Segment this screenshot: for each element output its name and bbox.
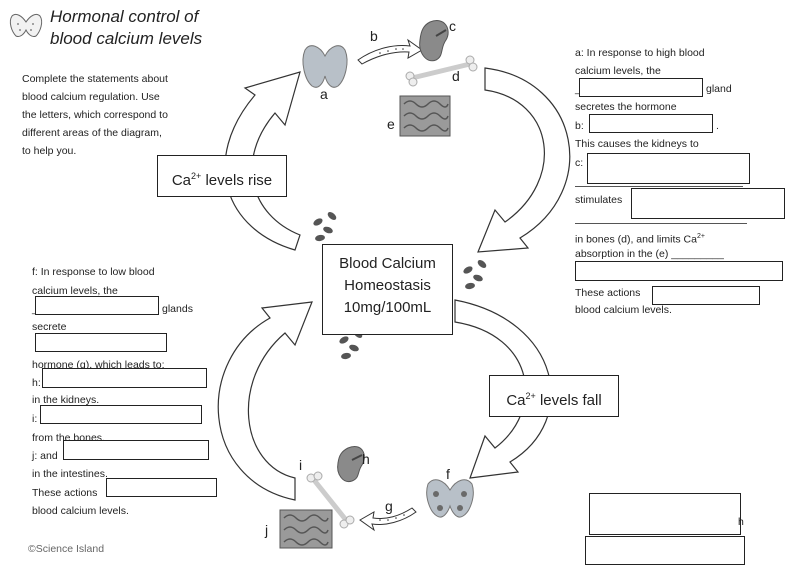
answer-box-stimulates[interactable] <box>631 188 785 219</box>
right-text-line: calcium levels, the <box>575 65 661 77</box>
curved-arrow-bottom-left <box>217 301 313 501</box>
page-title: Hormonal control of blood calcium levels <box>50 6 202 50</box>
label-c: c <box>449 18 456 34</box>
right-text-prefix: stimulates <box>575 194 623 206</box>
title-line-1: Hormonal control of <box>50 7 199 26</box>
right-text-suffix: gland <box>706 83 732 95</box>
homeostasis-line-2: Homeostasis <box>344 277 431 294</box>
curved-arrow-top-right <box>477 67 571 253</box>
instructions-line: different areas of the diagram, <box>22 127 162 139</box>
right-text-line: a: In response to high blood <box>575 47 705 59</box>
label-a: a <box>320 86 328 102</box>
instructions-line: Complete the statements about <box>22 73 168 85</box>
right-text-ca: in bones (d), and limits Ca <box>575 233 697 246</box>
blood-cells-icon <box>463 260 487 290</box>
levels-fall-text: levels fall <box>535 392 602 409</box>
kidney-icon <box>419 20 449 62</box>
homeostasis-line-1: Blood Calcium <box>339 255 436 272</box>
right-text-prefix: These actions <box>575 287 641 299</box>
hormone-arrow-g <box>359 507 417 532</box>
left-text-prefix: h: <box>32 377 41 389</box>
instructions-line: to help you. <box>22 145 77 157</box>
answer-box-c-kidneys[interactable] <box>587 153 750 184</box>
thyroid-logo-icon <box>9 13 43 37</box>
label-e: e <box>387 116 395 132</box>
levels-fall-base: Ca <box>506 392 526 409</box>
answer-underline <box>575 223 747 224</box>
intestine-icon <box>399 95 451 137</box>
answer-box-bottom-right-2[interactable] <box>585 536 745 565</box>
left-text-line: in the intestines. <box>32 468 108 480</box>
bone-icon <box>306 471 355 529</box>
instructions-line: blood calcium regulation. Use <box>22 91 160 103</box>
answer-underline <box>575 186 743 187</box>
stray-letter: h <box>738 516 744 528</box>
levels-rise-sup: 2+ <box>191 171 202 181</box>
levels-fall-box: Ca2+ levels fall <box>489 375 619 417</box>
label-j: j <box>265 522 269 538</box>
left-text-prefix: These actions <box>32 487 98 499</box>
blood-cells-icon <box>313 212 337 242</box>
bone-icon <box>405 55 478 87</box>
right-text-prefix: b: <box>575 120 584 132</box>
homeostasis-line-3: 10mg/100mL <box>343 299 432 316</box>
parathyroid-gland-icon <box>426 479 474 518</box>
curved-arrow-top-left <box>224 71 301 251</box>
answer-box-e-absorption[interactable] <box>575 261 783 281</box>
instructions: Complete the statements about blood calc… <box>22 70 202 160</box>
label-h: h <box>362 451 370 467</box>
homeostasis-box: Blood Calcium Homeostasis 10mg/100mL <box>322 244 453 335</box>
left-text-prefix: _ <box>32 300 38 318</box>
left-text-prefix: j: and <box>32 450 58 462</box>
levels-fall-sup: 2+ <box>525 391 536 401</box>
left-text-suffix: glands <box>162 303 193 315</box>
instructions-line: the letters, which correspond to <box>22 109 168 121</box>
answer-box-i[interactable] <box>40 405 202 424</box>
kidney-icon <box>337 446 365 483</box>
levels-rise-base: Ca <box>171 172 192 189</box>
answer-box-b-hormone[interactable] <box>589 114 713 133</box>
left-text-line: calcium levels, the <box>32 285 118 297</box>
answer-box-h[interactable] <box>42 368 207 388</box>
thyroid-gland-icon <box>302 45 348 88</box>
intestine-icon <box>279 509 333 549</box>
right-text-ca-sup: 2+ <box>696 233 705 240</box>
right-text-line: blood calcium levels. <box>575 304 672 316</box>
levels-rise-box: Ca2+ levels rise <box>157 155 287 197</box>
answer-box-f-glands[interactable] <box>35 296 159 315</box>
left-text-prefix: i: <box>32 413 38 425</box>
answer-box-j[interactable] <box>63 440 209 460</box>
left-text-line: f: In response to low blood <box>32 266 155 278</box>
right-text-prefix: _ <box>575 83 581 95</box>
curved-arrow-bottom-right <box>454 299 552 479</box>
label-i: i <box>299 457 303 473</box>
right-text-line: absorption in the (e) _________ <box>575 248 724 260</box>
answer-box-left-actions[interactable] <box>106 478 217 497</box>
label-b: b <box>370 28 378 44</box>
right-text-prefix: c: <box>575 157 584 169</box>
label-d: d <box>452 68 460 84</box>
answer-box-right-actions[interactable] <box>652 286 760 305</box>
levels-rise-text: levels rise <box>201 172 273 189</box>
left-text-line: secrete <box>32 321 67 333</box>
label-g: g <box>385 498 393 514</box>
label-f: f <box>446 466 450 482</box>
right-text-line: This causes the kidneys to <box>575 138 699 150</box>
answer-box-bottom-right-1[interactable] <box>589 493 741 535</box>
right-text-suffix: . <box>716 120 719 132</box>
right-text-line: secretes the hormone <box>575 101 677 113</box>
right-text-line: in bones (d), and limits Ca2+ <box>575 228 705 249</box>
answer-box-a-gland[interactable] <box>579 78 703 97</box>
hormone-arrow-b <box>357 38 423 65</box>
left-text-line: in the kidneys. <box>32 394 100 406</box>
answer-box-f-hormone[interactable] <box>35 333 167 352</box>
left-text-line: blood calcium levels. <box>32 505 129 517</box>
copyright: ©Science Island <box>28 543 105 555</box>
title-line-2: blood calcium levels <box>50 29 203 48</box>
